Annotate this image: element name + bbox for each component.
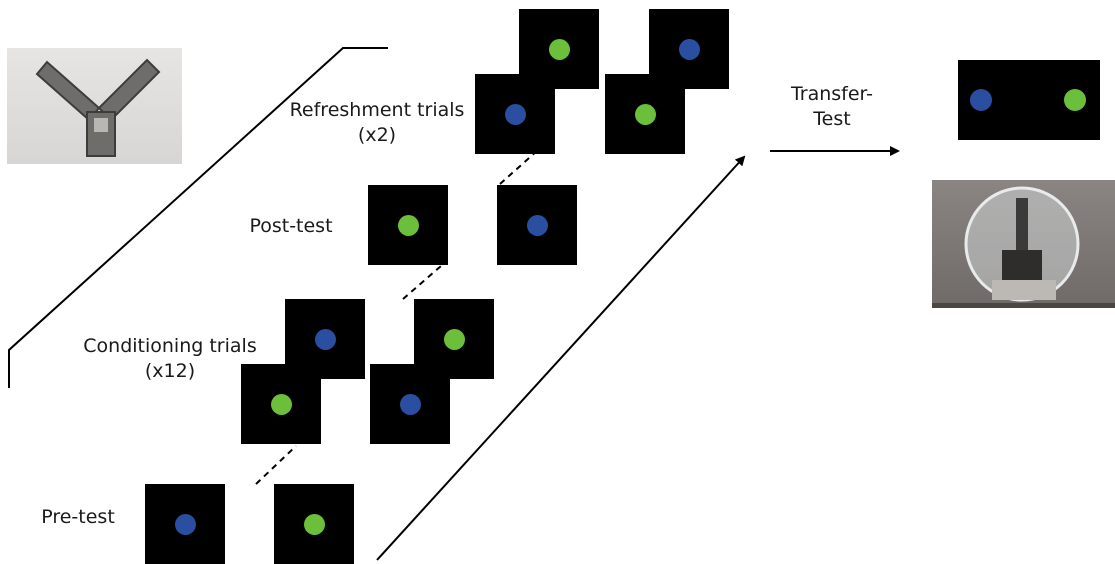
green-dot <box>398 215 419 236</box>
stimulus-tile <box>368 185 448 265</box>
green-dot <box>304 514 325 535</box>
blue-dot <box>527 215 548 236</box>
conditioning-trials-count: (x12) <box>144 360 196 382</box>
green-dot <box>635 104 656 125</box>
pre-test-label: Pre-test <box>41 506 115 528</box>
dashed-connector-post-refresh <box>499 149 539 185</box>
stimulus-tile <box>145 484 225 564</box>
dashed-connector-pre-cond <box>255 445 297 485</box>
refreshment-trials-label: Refreshment trials (x2) <box>282 98 472 148</box>
y-maze-photo <box>7 48 182 164</box>
transfer-test-line1: Transfer- <box>790 83 874 105</box>
stimulus-tile <box>475 74 555 154</box>
sphere-apparatus-illustration <box>932 186 1115 308</box>
conditioning-trials-title: Conditioning trials <box>83 335 257 357</box>
stage-bracket-line <box>8 47 388 388</box>
y-maze-illustration <box>35 58 161 157</box>
stimulus-tile <box>649 9 729 89</box>
blue-dot <box>970 89 992 111</box>
green-dot <box>271 394 292 415</box>
blue-dot <box>679 39 700 60</box>
transfer-test-label: Transfer- Test <box>776 82 888 132</box>
sphere-apparatus-photo <box>932 180 1115 308</box>
post-test-label: Post-test <box>249 215 333 237</box>
refreshment-trials-count: (x2) <box>357 124 397 146</box>
blue-dot <box>315 329 336 350</box>
conditioning-trials-label: Conditioning trials (x12) <box>72 334 268 384</box>
blue-dot <box>175 514 196 535</box>
green-dot <box>549 39 570 60</box>
stimulus-tile <box>497 185 577 265</box>
blue-dot <box>505 104 526 125</box>
green-dot <box>444 329 465 350</box>
transfer-test-line2: Test <box>813 108 851 130</box>
stimulus-tile <box>274 484 354 564</box>
progress-arrow <box>376 155 746 561</box>
green-dot <box>1064 89 1086 111</box>
transfer-stimulus-panel <box>958 60 1100 140</box>
refreshment-trials-title: Refreshment trials <box>289 99 465 121</box>
stimulus-tile <box>370 364 450 444</box>
dashed-connector-cond-post <box>402 265 442 300</box>
stimulus-tile <box>605 74 685 154</box>
blue-dot <box>400 394 421 415</box>
stimulus-tile <box>241 364 321 444</box>
